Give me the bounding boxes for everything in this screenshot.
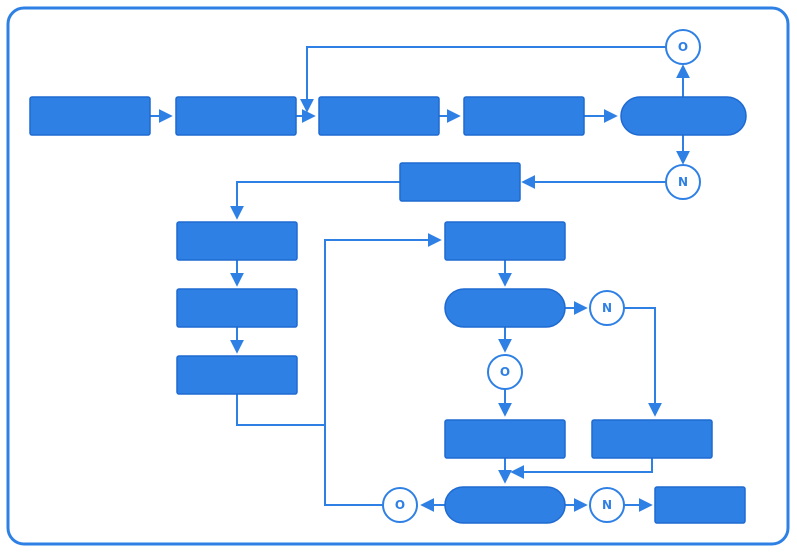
branch-label-o-mid: O	[500, 365, 510, 379]
connector-box5-box6	[230, 181, 400, 220]
branch-label-n-mid: N	[602, 301, 612, 315]
process-box-9[interactable]	[444, 221, 566, 261]
rounded-box-3[interactable]	[444, 486, 566, 524]
rounded-box-1[interactable]	[620, 96, 747, 136]
branch-label-n-right: N	[678, 175, 688, 189]
process-box-8[interactable]	[176, 355, 298, 395]
connector-circle-o-bottom-loop-box9	[324, 233, 442, 506]
branch-circle-n-mid[interactable]	[589, 290, 625, 326]
process-box-6[interactable]	[176, 221, 298, 261]
process-box-12[interactable]	[654, 486, 746, 524]
connector-circle-o-top-loopback	[300, 46, 666, 113]
process-box-10[interactable]	[444, 419, 566, 459]
process-box-7[interactable]	[176, 288, 298, 328]
branch-label-o-bottom: O	[395, 498, 405, 512]
branch-label-o-top: O	[678, 40, 688, 54]
connector-circle-n-mid-box11	[624, 307, 662, 417]
connector-box11-merge	[510, 458, 653, 479]
process-box-3[interactable]	[318, 96, 440, 136]
process-box-2[interactable]	[175, 96, 297, 136]
rounded-box-2[interactable]	[444, 288, 566, 328]
diagram-frame	[6, 6, 790, 546]
branch-circle-n-bottom[interactable]	[589, 487, 625, 523]
process-box-1[interactable]	[29, 96, 151, 136]
branch-circle-o-bottom[interactable]	[382, 487, 418, 523]
connector-box8-merge	[236, 394, 325, 426]
branch-circle-o-top[interactable]	[665, 29, 701, 65]
process-box-5[interactable]	[399, 162, 521, 202]
branch-label-n-bottom: N	[602, 498, 612, 512]
branch-circle-o-mid[interactable]	[487, 354, 523, 390]
process-box-11[interactable]	[591, 419, 713, 459]
branch-circle-n-right[interactable]	[665, 164, 701, 200]
process-box-4[interactable]	[463, 96, 585, 136]
